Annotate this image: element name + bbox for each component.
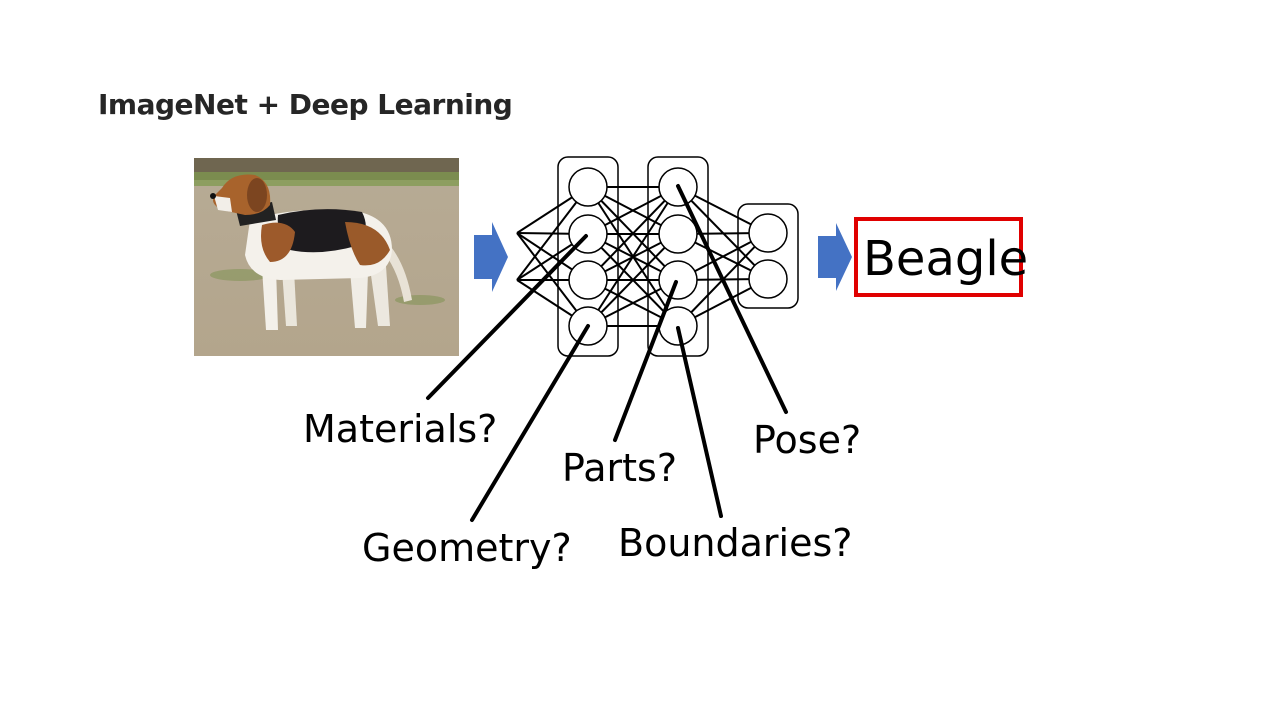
arrow-right-icon [818,223,852,291]
callout-pose: Pose? [753,418,861,462]
layer-2-node [659,261,697,299]
callout-geometry: Geometry? [362,526,572,570]
layer-1-node [569,168,607,206]
layer-1-node [569,261,607,299]
callout-parts: Parts? [562,446,677,490]
prediction-label: Beagle [863,231,1028,287]
layer-3-node [749,260,787,298]
callout-materials: Materials? [303,407,497,451]
network-connections [517,187,768,326]
layer-3-node [749,214,787,252]
arrow-right-icon [474,222,508,292]
callout-boundaries: Boundaries? [618,521,852,565]
layer-2-node [659,215,697,253]
beagle-dog-photo-icon [194,158,459,356]
